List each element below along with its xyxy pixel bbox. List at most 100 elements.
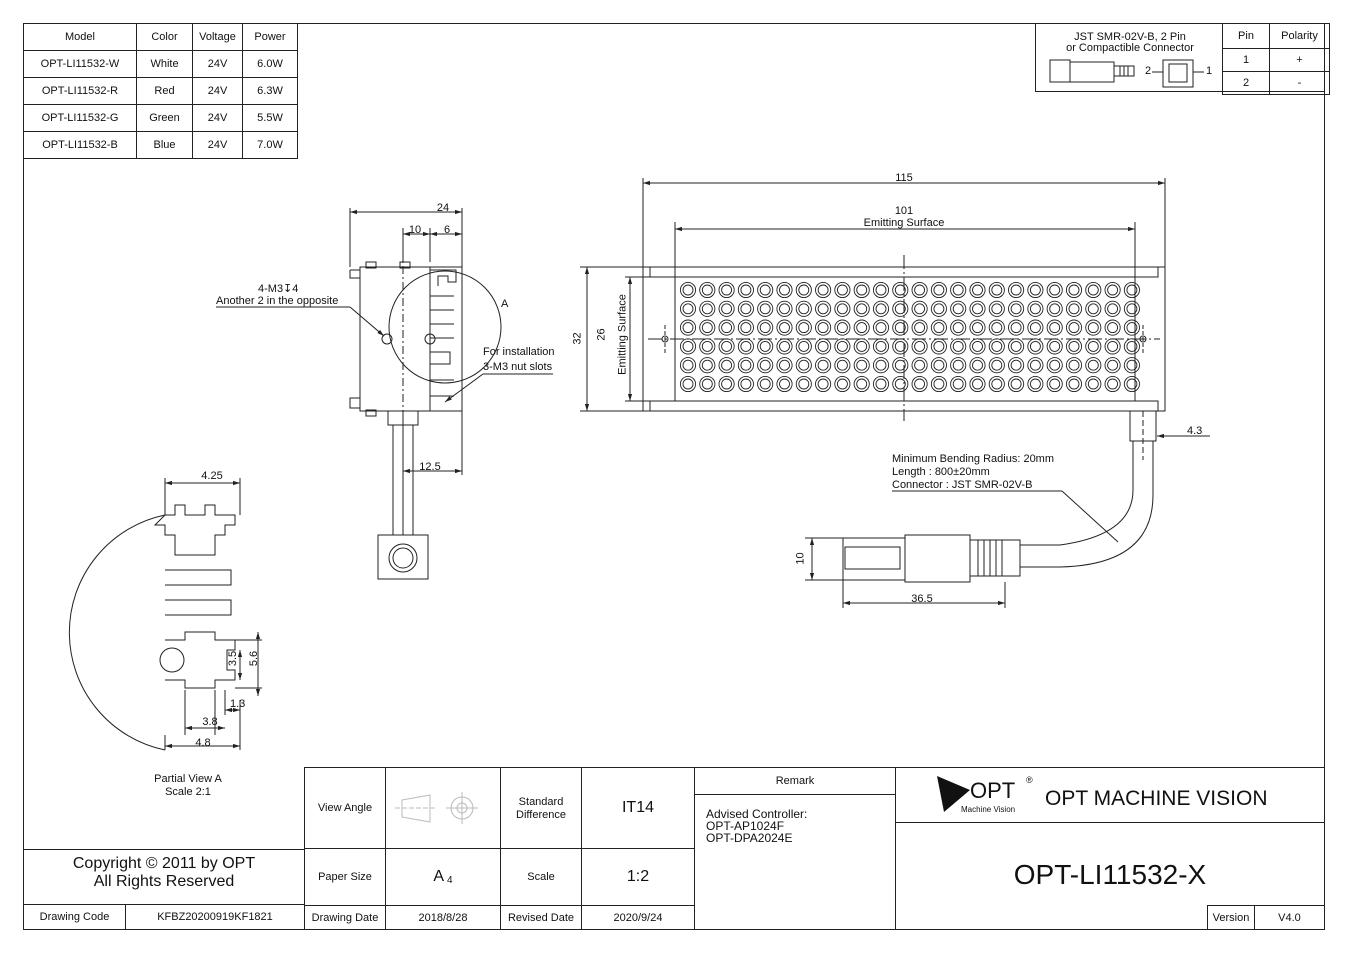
led-lens	[872, 375, 890, 393]
led-lens	[815, 319, 832, 336]
led-lens	[815, 357, 832, 374]
led-inner	[779, 359, 790, 371]
led-lens	[969, 375, 986, 393]
dim-3-8: 3.8	[202, 716, 218, 728]
led-inner	[759, 284, 771, 296]
led-lens	[853, 300, 870, 317]
led-lens	[699, 357, 716, 374]
view-angle-cell	[385, 767, 501, 849]
led-inner	[759, 322, 771, 334]
led-lens	[950, 375, 967, 393]
led-lens	[930, 300, 947, 317]
led-lens	[1065, 300, 1083, 317]
front-view	[580, 178, 1210, 608]
remark-label: Remark	[775, 775, 815, 787]
hole-note-2: Another 2 in the opposite	[216, 295, 339, 307]
led-lens	[892, 281, 909, 299]
led-inner	[972, 378, 983, 390]
led-lens	[988, 319, 1005, 336]
led-inner	[914, 340, 926, 352]
led-inner	[817, 378, 829, 390]
led-inner	[1029, 322, 1041, 334]
install-note-1: For installation	[483, 346, 555, 358]
led-lens	[853, 319, 870, 336]
led-inner	[894, 284, 906, 296]
led-lens	[950, 281, 967, 299]
led-inner	[798, 303, 810, 315]
led-lens	[1123, 319, 1140, 336]
led-inner	[894, 359, 906, 371]
led-lens	[1104, 357, 1121, 374]
led-inner	[1049, 303, 1061, 315]
led-inner	[817, 322, 829, 334]
led-inner	[740, 322, 752, 334]
led-lens	[679, 319, 697, 336]
led-inner	[856, 378, 868, 390]
dim-26: 26	[595, 328, 608, 341]
led-lens	[1046, 281, 1063, 299]
spec-row: OPT-LI11532-R Red 24V 6.3W	[23, 77, 298, 105]
led-inner	[740, 284, 752, 296]
led-inner	[952, 322, 964, 334]
led-inner	[914, 322, 926, 334]
led-lens	[892, 319, 909, 336]
led-lens	[718, 375, 735, 393]
led-inner	[798, 359, 810, 371]
led-inner	[1087, 322, 1099, 334]
led-inner	[836, 340, 848, 352]
led-lens	[1123, 338, 1140, 355]
led-inner	[1068, 359, 1080, 371]
led-inner	[875, 284, 887, 296]
led-grid	[679, 281, 1140, 393]
led-inner	[1029, 378, 1041, 390]
spec-row: OPT-LI11532-W White 24V 6.0W	[23, 50, 298, 78]
power-cell: 6.0W	[242, 50, 298, 78]
connector-icon	[1049, 59, 1204, 88]
led-inner	[1126, 359, 1138, 371]
led-lens	[1104, 300, 1121, 317]
led-inner	[779, 340, 790, 352]
partial-view-scale: Scale 2:1	[165, 786, 211, 798]
led-lens	[718, 281, 735, 299]
model-cell: OPT-LI11532-R	[23, 77, 137, 105]
led-lens	[776, 319, 793, 336]
led-lens	[969, 319, 986, 336]
led-lens	[950, 357, 967, 374]
led-inner	[1068, 378, 1080, 390]
revised-date: 2020/9/24	[613, 911, 663, 924]
led-inner	[817, 284, 829, 296]
led-inner	[759, 378, 771, 390]
led-lens	[853, 375, 870, 393]
voltage-cell: 24V	[192, 77, 243, 105]
voltage-cell: 24V	[192, 104, 243, 132]
polarity-header: Polarity	[1269, 23, 1330, 49]
dim-32: 32	[571, 332, 584, 345]
remark-line-1: Advised Controller:	[706, 807, 808, 821]
led-inner	[740, 359, 752, 371]
led-inner	[682, 284, 694, 296]
led-inner	[798, 340, 810, 352]
led-inner	[894, 303, 906, 315]
led-lens	[1046, 375, 1063, 393]
led-inner	[972, 322, 983, 334]
led-inner	[894, 378, 906, 390]
led-lens	[718, 319, 735, 336]
led-inner	[1087, 340, 1099, 352]
led-inner	[759, 303, 771, 315]
side-view	[216, 208, 553, 580]
led-lens	[757, 319, 774, 336]
polarity-cell: -	[1269, 71, 1330, 95]
logo-subtitle: Machine Vision	[961, 805, 1016, 814]
led-lens	[699, 300, 716, 317]
led-inner	[894, 340, 906, 352]
led-inner	[856, 340, 868, 352]
led-lens	[930, 319, 947, 336]
company-name: OPT MACHINE VISION	[1045, 787, 1268, 810]
led-lens	[988, 281, 1005, 299]
led-inner	[1010, 322, 1022, 334]
led-inner	[952, 340, 964, 352]
dim-36-5: 36.5	[911, 593, 933, 605]
spec-table: Model Color Voltage Power OPT-LI11532-W …	[23, 23, 298, 159]
led-inner	[856, 303, 868, 315]
led-inner	[914, 284, 926, 296]
